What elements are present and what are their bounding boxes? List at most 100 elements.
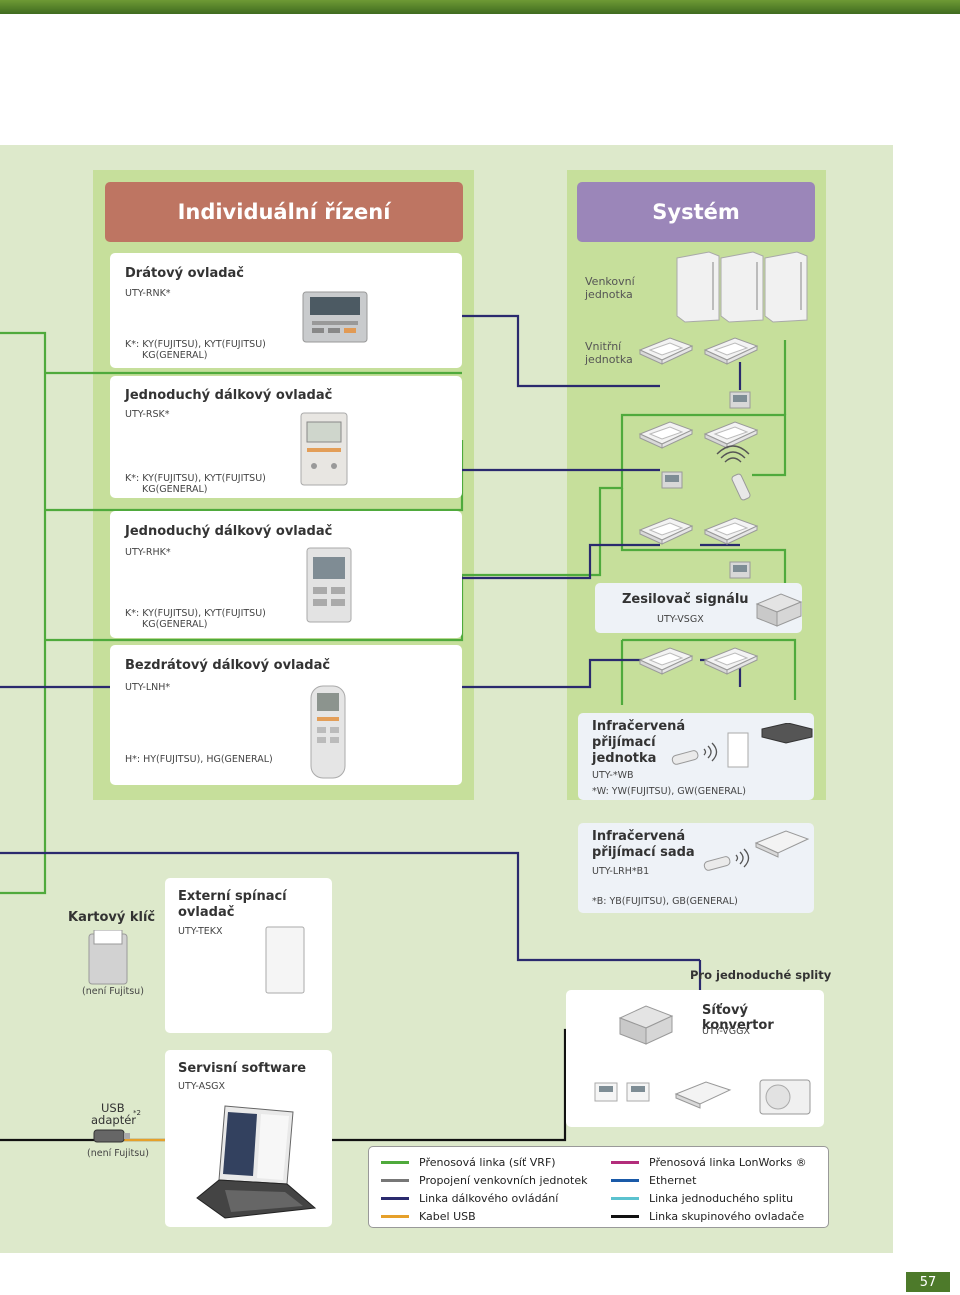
network-converter-icon [618,1005,674,1045]
wireless-model: UTY-LNH* [125,682,171,693]
remote-icon [731,473,751,501]
rhk-note2: KG(GENERAL) [142,619,208,630]
ir-title-2: přijímací [592,735,656,750]
signal-booster-icon [755,593,803,627]
usb-note: (není Fujitsu) [87,1148,149,1159]
legend-label: Kabel USB [419,1209,476,1223]
card-simple-rsk: Jednoduchý dálkový ovladač UTY-RSK* K*: … [110,376,462,498]
remote-line [345,543,660,580]
card-key-note: (není Fujitsu) [82,986,144,997]
vrf-line [0,331,47,895]
legend-label: Linka dálkového ovládání [419,1191,559,1205]
rhk-note1: K*: KY(FUJITSU), KYT(FUJITSU) [125,608,266,619]
legend-col-1: Přenosová linka (síť VRF) Propojení venk… [381,1153,587,1225]
card-service-software: Servisní software UTY-ASGX [165,1050,332,1227]
remote-line [0,851,700,962]
booster-model: UTY-VSGX [657,614,704,625]
header-system: Systém [577,182,815,242]
ir-kit-model: UTY-LRH*B1 [592,866,650,877]
usb-sup: *2 [133,1109,141,1117]
card-key-icon [88,930,128,985]
rsk-model: UTY-RSK* [125,409,170,420]
indoor-unit-icon [704,421,758,449]
vrf-line [622,638,797,700]
card-network-converter: Síťový konvertor UTY-VGGX [566,990,824,1127]
legend-item: Linka jednoduchého splitu [611,1189,807,1207]
wireless-title: Bezdrátový dálkový ovladač [125,658,331,673]
ir-kit-note: *B: YB(FUJITSU), GB(GENERAL) [592,896,738,907]
legend-swatch [381,1214,409,1218]
indoor-unit-icon [639,337,693,365]
legend-item: Linka dálkového ovládání [381,1189,587,1207]
ir-kit-icon [703,830,810,871]
external-model: UTY-TEKX [178,926,223,937]
booster-title: Zesilovač signálu [622,592,749,607]
wall-controller-icon [729,561,751,579]
ir-kit-title-1: Infračervená [592,829,686,844]
converter-model: UTY-VGGX [702,1026,751,1037]
simple-controller-icon [306,547,352,623]
page-number: 57 [906,1272,950,1292]
card-external-switch: Externí spínací ovladač UTY-TEKX [165,878,332,1033]
rsk-note2: KG(GENERAL) [142,484,208,495]
legend-label: Ethernet [649,1173,697,1187]
usb-title-2: adaptér [91,1113,137,1127]
legend-swatch [381,1178,409,1182]
simple-controller-icon [300,412,348,486]
indoor-unit-icon [639,421,693,449]
legend-box: Přenosová linka (síť VRF) Propojení venk… [368,1146,829,1228]
service-model: UTY-ASGX [178,1081,226,1092]
vrf-line [45,440,464,512]
ir-receiver-icon [671,723,813,768]
ir-model: UTY-*WB [592,770,634,781]
outdoor-label-2: jednotka [585,288,633,301]
indoor-unit-icon [704,337,758,365]
card-ir-kit: Infračervená přijímací sada UTY-LRH*B1 *… [578,823,814,913]
external-title-1: Externí spínací [178,889,287,904]
legend-swatch [611,1214,639,1218]
outdoor-label-1: Venkovní [585,275,635,288]
legend-label: Přenosová linka LonWorks ® [649,1155,807,1169]
indoor-unit-icon [639,517,693,545]
header-individual: Individuální řízení [105,182,463,242]
indoor-label-1: Vnitřní [585,340,622,353]
wired-model: UTY-RNK* [125,288,171,299]
card-wired-controller: Drátový ovladač UTY-RNK* K*: KY(FUJITSU)… [110,253,462,368]
legend-col-2: Přenosová linka LonWorks ® Ethernet Link… [611,1153,807,1225]
top-bar [0,0,960,14]
wireless-note1: H*: HY(FUJITSU), HG(GENERAL) [125,754,273,765]
external-title-2: ovladač [178,905,235,920]
legend-item: Kabel USB [381,1207,587,1225]
legend-label: Propojení venkovních jednotek [419,1173,588,1187]
card-wireless: Bezdrátový dálkový ovladač UTY-LNH* H*: … [110,645,462,785]
wall-controller-icon [729,391,751,409]
service-title: Servisní software [178,1061,307,1076]
legend-item: Propojení venkovních jednotek [381,1171,587,1189]
split-controllers-icon [594,1082,650,1102]
wireless-signal-icon [716,445,750,463]
legend-item: Ethernet [611,1171,807,1189]
card-simple-rhk: Jednoduchý dálkový ovladač UTY-RHK* K*: … [110,511,462,638]
card-ir-receiver: Infračervená přijímací jednotka UTY-*WB … [578,713,814,800]
legend-swatch [381,1160,409,1164]
legend-item: Linka skupinového ovladače [611,1207,807,1225]
usb-title-1: USB [101,1101,125,1115]
card-key-title: Kartový klíč [68,910,156,925]
legend-label: Linka skupinového ovladače [649,1209,805,1223]
wireless-remote-icon [310,685,346,779]
indoor-unit-icon [704,647,758,675]
wired-note2: KG(GENERAL) [142,350,208,361]
external-switch-icon [265,926,305,994]
laptop-icon [196,1105,317,1219]
legend-item: Přenosová linka (síť VRF) [381,1153,587,1171]
legend-swatch [611,1178,639,1182]
rsk-title: Jednoduchý dálkový ovladač [125,388,333,403]
rhk-model: UTY-RHK* [125,547,171,558]
vrf-line [620,488,787,600]
legend-swatch [611,1196,639,1200]
usb-adapter-icon [93,1129,130,1143]
ir-kit-title-2: přijímací sada [592,845,695,860]
rhk-title: Jednoduchý dálkový ovladač [125,524,333,539]
indoor-label-2: jednotka [585,353,633,366]
